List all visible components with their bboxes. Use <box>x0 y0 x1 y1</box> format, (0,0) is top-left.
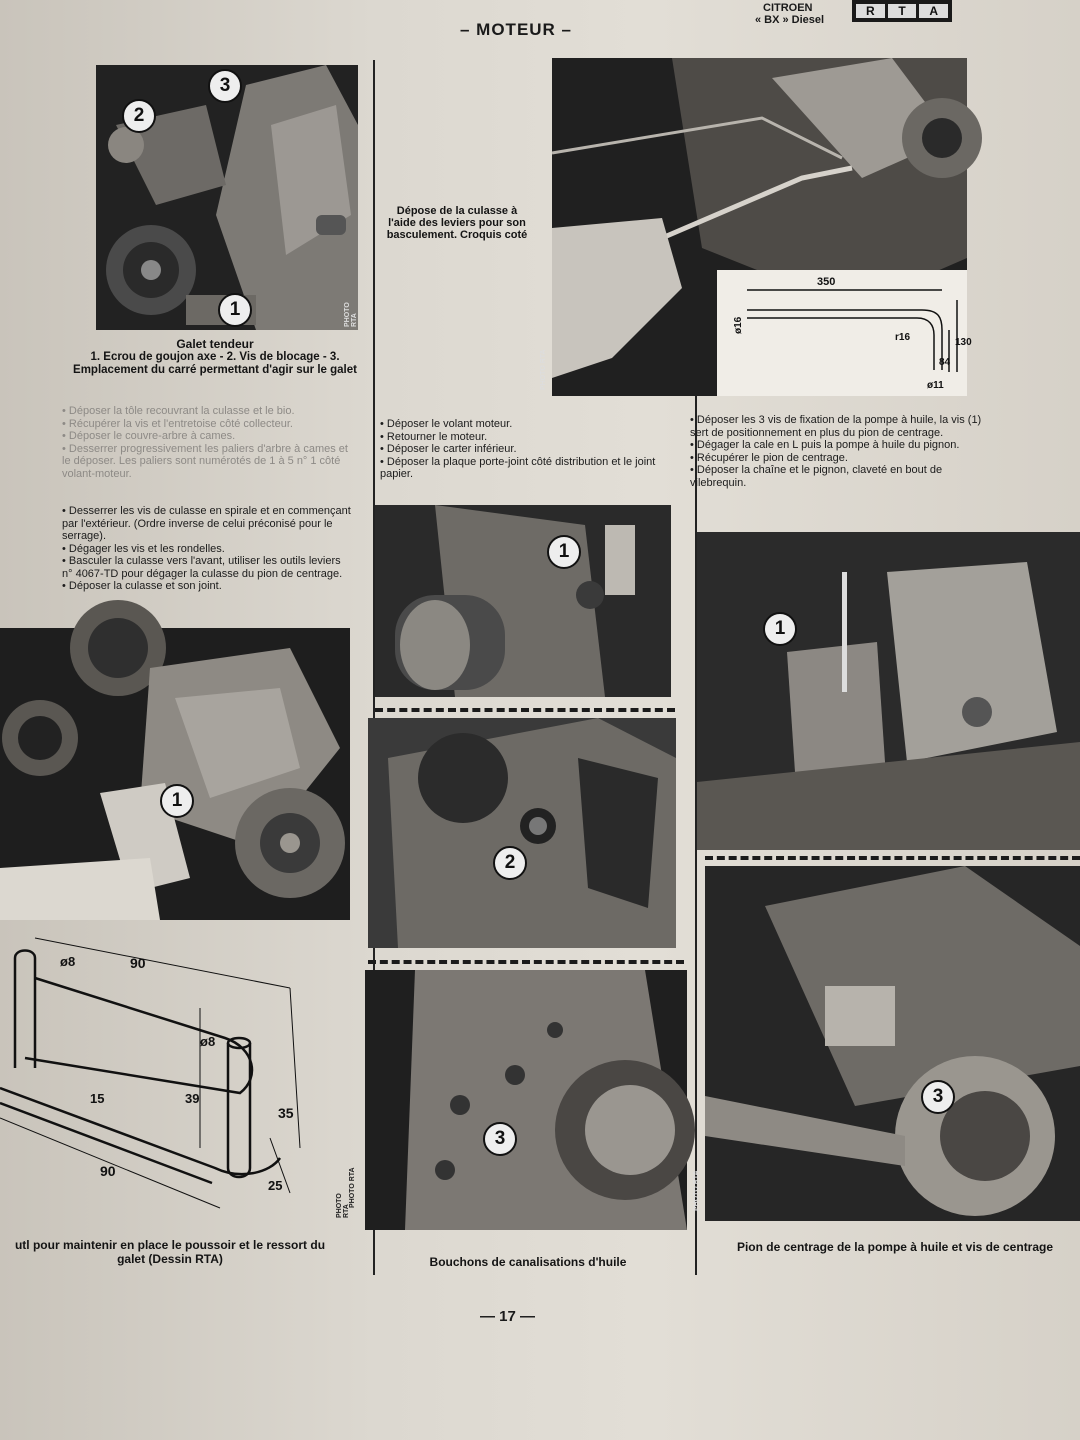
callout-1: 1 <box>763 612 797 646</box>
list-item: • Dégager la cale en L puis la pompe à h… <box>690 439 960 451</box>
section-title: – MOTEUR – <box>460 20 573 39</box>
photo-centring-pin: 3 PHOTO RTA <box>693 866 1080 1221</box>
dim-350: 350 <box>817 276 835 288</box>
photo-credit: PHOTO RTA <box>344 302 358 327</box>
callout-1: 1 <box>218 293 252 327</box>
logo-letter: T <box>887 4 917 18</box>
photo-credit: PHOTO RTA <box>336 1193 350 1218</box>
callout-2: 2 <box>122 99 156 133</box>
dim-84: 84 <box>939 357 951 368</box>
caption-title: Galet tendeur <box>176 337 254 351</box>
dashed-separator <box>368 960 684 964</box>
caption-body: 1. Ecrou de goujon axe - 2. Vis de bloca… <box>73 351 357 376</box>
callout-3: 3 <box>483 1122 517 1156</box>
dim-dia16: ø16 <box>733 316 744 334</box>
logo-letter: A <box>919 4 949 18</box>
list-item: • Déposer le volant moteur. <box>380 418 513 430</box>
list-item: • Basculer la culasse vers l'avant, util… <box>62 555 343 580</box>
dim-90-bottom: 90 <box>100 1163 116 1179</box>
list-item: • Déposer le carter inférieur. <box>380 443 517 455</box>
dim-25: 25 <box>268 1178 282 1193</box>
rta-logo: R T A <box>852 0 952 22</box>
dim-dia8-right: ø8 <box>200 1034 215 1049</box>
photo-credit: PHOTO RTA <box>540 349 547 390</box>
dim-90-top: 90 <box>130 955 146 971</box>
faded-step-list: • Déposer la tôle recouvrant la culasse … <box>62 405 354 480</box>
dim-35: 35 <box>278 1105 294 1121</box>
photo-plug-3: 3 PHOTO RTA <box>349 970 695 1230</box>
list-item: • Déposer la culasse et son joint. <box>62 580 222 592</box>
caption-oil-plugs: Bouchons de canalisations d'huile <box>429 1255 627 1269</box>
list-item: • Déposer la plaque porte-joint côté dis… <box>380 455 656 481</box>
callout-3: 3 <box>921 1080 955 1114</box>
logo-letter: R <box>856 4 885 18</box>
list-item: • Dégager les vis et les rondelles. <box>62 542 225 555</box>
caption-centring-pin: Pion de centrage de la pompe à huile et … <box>736 1240 1054 1254</box>
photo-plug-2: 2 <box>368 718 676 948</box>
list-item: • Déposer les 3 vis de fixation de la po… <box>690 414 982 439</box>
caption-tool: utl pour maintenir en place le poussoir … <box>14 1238 326 1266</box>
step-list-col2: • Déposer le volant moteur. • Retourner … <box>380 418 672 481</box>
callout-2: 2 <box>493 846 527 880</box>
photo-credit: PHOTO RTA <box>349 1167 356 1208</box>
list-item: • Déposer la chaîne et le pignon, clavet… <box>690 464 943 489</box>
photo-oil-filter: 1 <box>375 505 671 697</box>
callout-3: 3 <box>208 69 242 103</box>
step-list-col3: • Déposer les 3 vis de fixation de la po… <box>690 414 990 489</box>
dim-15: 15 <box>90 1091 104 1106</box>
dim-dia8-top: ø8 <box>60 954 75 969</box>
list-item: • Desserrer les vis de culasse en spiral… <box>62 505 351 542</box>
list-item: • Desserrer progressivement les paliers … <box>62 442 348 480</box>
column-divider <box>373 60 375 1275</box>
tool-drawing: ø8 90 ø8 15 39 35 90 25 PHOTO RTA <box>0 918 350 1230</box>
caption-culasse-levers: Dépose de la culasse à l'aide des levier… <box>386 205 528 241</box>
dim-130: 130 <box>955 337 972 348</box>
photo-oil-pump-screw: 1 <box>697 532 1080 850</box>
list-item: • Retourner le moteur. <box>380 430 488 443</box>
photo-tool-in-place: 1 <box>0 600 350 920</box>
brand-label: CITROEN « BX » Diesel <box>755 2 824 26</box>
column-divider <box>695 395 697 1275</box>
dim-39: 39 <box>185 1091 199 1106</box>
photo-culasse-removal: 350 ø16 r16 130 84 ø11 PHOTO RTA <box>540 58 982 396</box>
list-item: • Récupérer le pion de centrage. <box>690 451 848 464</box>
list-item: • Déposer la tôle recouvrant la culasse … <box>62 405 295 417</box>
dashed-separator <box>705 856 1080 860</box>
caption-galet: Galet tendeur 1. Ecrou de goujon axe - 2… <box>70 337 360 377</box>
brand-line-2: « BX » Diesel <box>755 14 825 26</box>
photo-galet-tendeur: 3 2 1 PHOTO RTA <box>96 65 358 330</box>
sketch-lever: 350 ø16 r16 130 84 ø11 <box>717 270 972 396</box>
list-item: • Déposer le couvre-arbre à cames. <box>62 430 236 442</box>
photo-credit: PHOTO RTA <box>693 1170 700 1211</box>
callout-1: 1 <box>547 535 581 569</box>
dashed-separator <box>375 708 675 712</box>
page-number: — 17 — <box>480 1308 536 1325</box>
step-list-col1: • Desserrer les vis de culasse en spiral… <box>62 505 354 593</box>
callout-1: 1 <box>160 784 194 818</box>
dim-r16: r16 <box>895 332 910 343</box>
dim-dia11: ø11 <box>927 380 944 391</box>
list-item: • Récupérer la vis et l'entretoise côté … <box>62 417 293 430</box>
brand-line-1: CITROEN <box>763 2 813 14</box>
